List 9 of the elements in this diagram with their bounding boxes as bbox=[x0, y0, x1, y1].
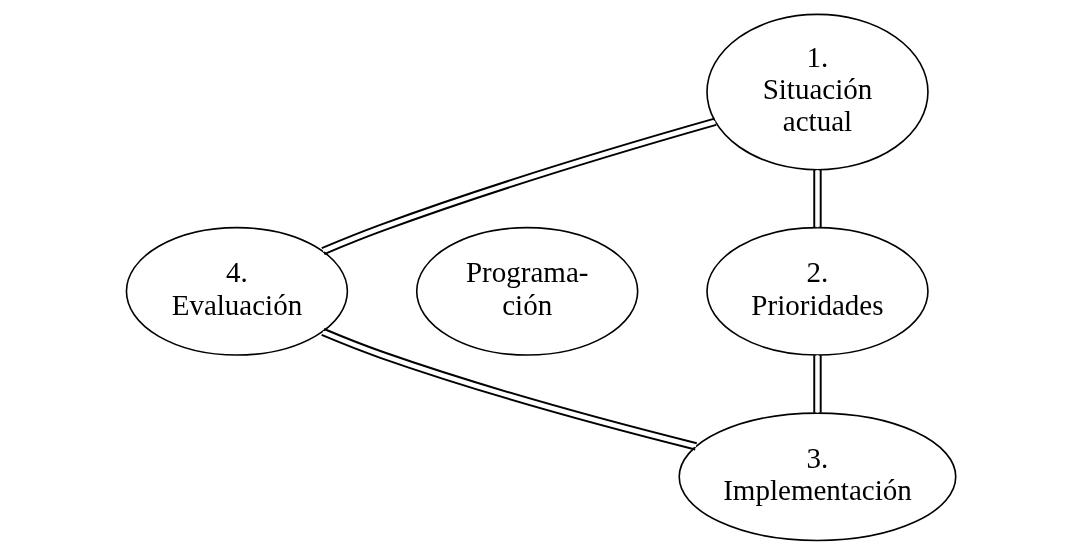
node-ellipse: 1. Situación actual bbox=[706, 13, 929, 171]
node-ellipse: 2. Prioridades bbox=[706, 226, 929, 356]
connector bbox=[813, 169, 822, 229]
node-ellipse: Programa- ción bbox=[415, 226, 639, 356]
connector bbox=[813, 354, 822, 414]
node-ellipse: 4. Evaluación bbox=[125, 226, 349, 356]
connector bbox=[320, 328, 698, 451]
node-ellipse: 3. Implementación bbox=[678, 412, 957, 542]
connector bbox=[320, 117, 718, 256]
